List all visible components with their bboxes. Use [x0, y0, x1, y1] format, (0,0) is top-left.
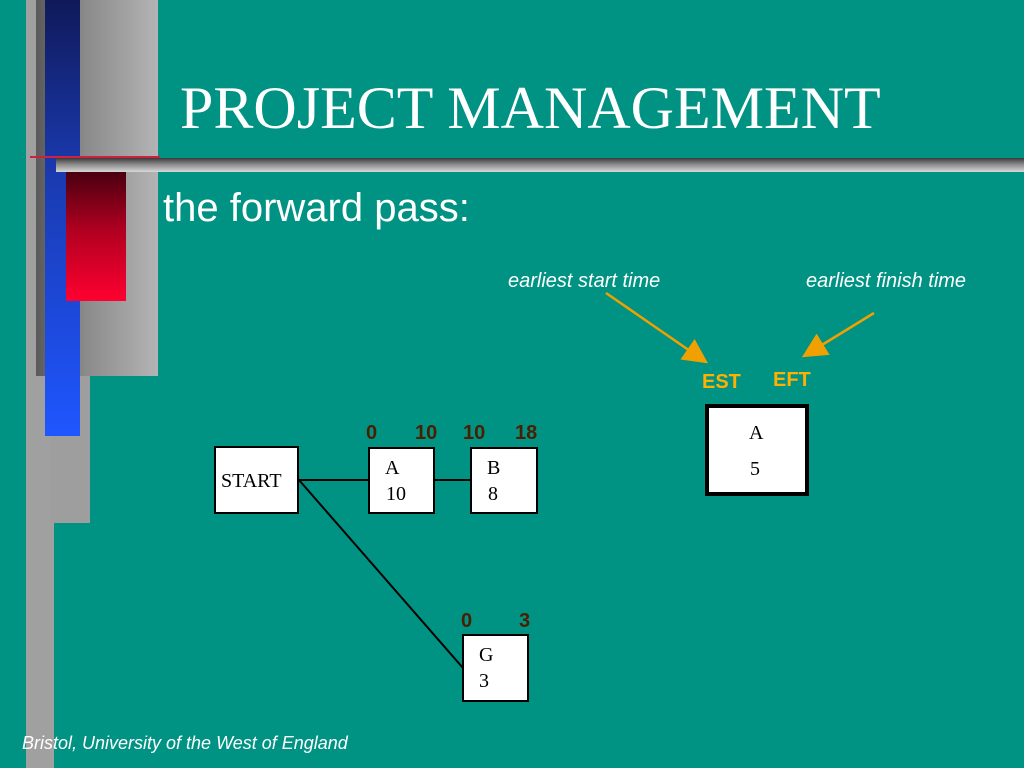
- legend-node: A 5: [705, 404, 809, 496]
- eft-arrow: [801, 311, 875, 358]
- node-a-est: 0: [366, 422, 378, 444]
- start-node: START: [214, 446, 299, 514]
- node-a-name: A: [385, 457, 400, 479]
- page-subtitle: the forward pass:: [163, 186, 470, 230]
- decor-bar-red: [66, 172, 126, 301]
- node-a: A 10: [368, 447, 435, 514]
- eft-caption: earliest finish time: [806, 270, 967, 292]
- node-g-est: 0: [461, 610, 473, 632]
- edge-start-g: [298, 479, 464, 669]
- node-b-est: 10: [463, 422, 486, 444]
- node-b-eft: 18: [515, 422, 538, 444]
- decor-rule-red-accent: [30, 156, 160, 158]
- node-g-name: G: [479, 644, 494, 666]
- est-caption: earliest start time: [508, 270, 661, 292]
- start-node-label: START: [221, 470, 282, 492]
- legend-node-duration: 5: [750, 458, 760, 480]
- footer-credit: Bristol, University of the West of Engla…: [22, 733, 348, 753]
- node-b-duration: 8: [488, 483, 498, 505]
- node-b: B 8: [470, 447, 538, 514]
- est-label: EST: [702, 371, 741, 393]
- page-title: PROJECT MANAGEMENT: [180, 75, 881, 141]
- node-g-duration: 3: [479, 670, 489, 692]
- node-b-name: B: [487, 457, 501, 479]
- node-a-eft: 10: [415, 422, 438, 444]
- decor-rule-line: [56, 158, 1024, 172]
- eft-label: EFT: [773, 369, 811, 391]
- node-g-eft: 3: [519, 610, 531, 632]
- legend-node-name: A: [749, 422, 764, 444]
- est-arrow: [605, 291, 709, 364]
- node-g: G 3: [462, 634, 529, 702]
- node-a-duration: 10: [386, 483, 406, 505]
